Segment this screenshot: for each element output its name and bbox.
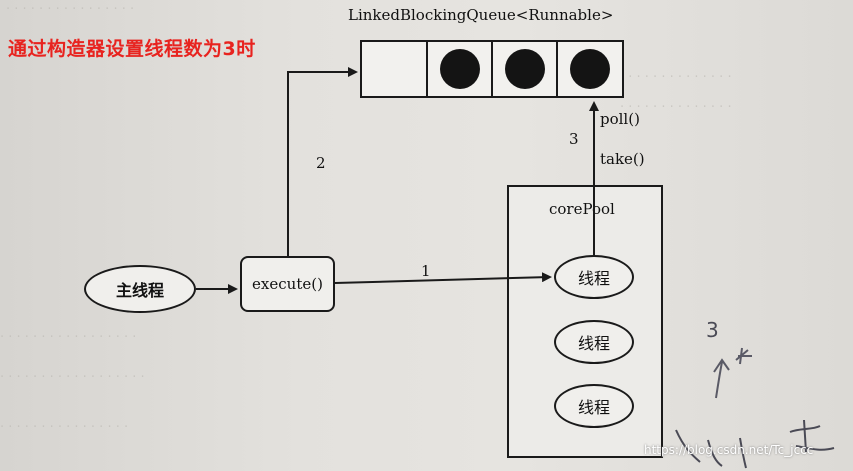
worker-thread-3: 线程 xyxy=(554,384,634,428)
queue-slot-task xyxy=(558,42,622,96)
take-label: take() xyxy=(600,150,645,168)
handwritten-number: 3 xyxy=(706,318,719,342)
edge-label-to-core-pool: 1 xyxy=(421,262,431,280)
background-text: · · · · · · · · · · · · · · · · · xyxy=(0,330,137,345)
background-text: · · · · · · · · · · · · · · · · · · xyxy=(0,370,145,385)
core-pool-label: corePool xyxy=(549,200,615,218)
handwritten-mark xyxy=(735,347,752,365)
watermark-text: https://blog.csdn.net/Tc_jccc xyxy=(644,443,814,457)
background-text: · · · · · · · · · · · · · · xyxy=(620,100,732,115)
execute-node: execute() xyxy=(240,256,335,312)
background-text: · · · · · · · · · · · · · · · · xyxy=(0,420,129,435)
handwritten-scribble xyxy=(675,429,747,469)
background-text: · · · · · · · · · · · · · · · · xyxy=(6,2,135,17)
main-thread-node: 主线程 xyxy=(84,265,196,313)
arrow-execute-to-worker xyxy=(334,272,552,284)
worker-thread-2: 线程 xyxy=(554,320,634,364)
background-text: · · · · · · · · · · · · · · xyxy=(620,70,732,85)
arrow-execute-to-queue xyxy=(287,67,358,256)
edge-label-queue-step: 3 xyxy=(569,130,579,148)
poll-label: poll() xyxy=(600,110,640,128)
queue-title: LinkedBlockingQueue<Runnable> xyxy=(348,6,614,24)
handwritten-arrow xyxy=(713,358,730,399)
task-dot xyxy=(570,49,610,89)
diagram-caption: 通过构造器设置线程数为3时 xyxy=(8,38,256,60)
queue-slot-empty xyxy=(362,42,428,96)
handwritten-scribble xyxy=(789,419,835,453)
edge-label-to-queue: 2 xyxy=(316,154,326,172)
blocking-queue xyxy=(360,40,624,98)
task-dot xyxy=(504,49,545,89)
queue-slot-task xyxy=(493,42,558,96)
task-dot xyxy=(439,49,480,89)
worker-thread-1: 线程 xyxy=(554,255,634,299)
queue-slot-task xyxy=(428,42,493,96)
